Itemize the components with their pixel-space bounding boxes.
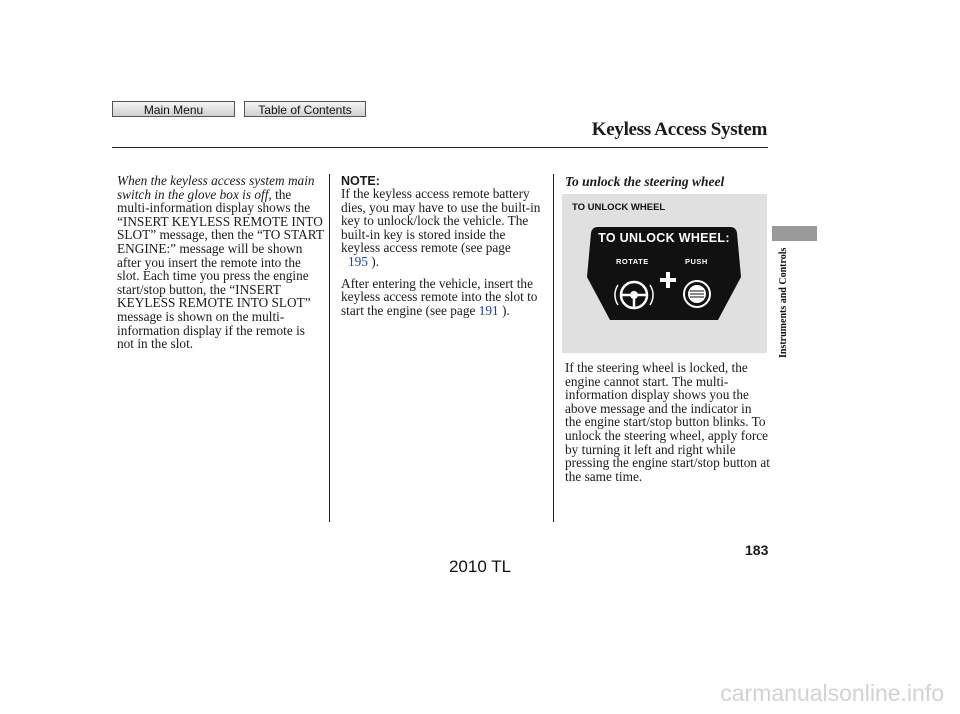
rotate-label: ROTATE — [616, 257, 649, 266]
page-title: Keyless Access System — [591, 119, 768, 140]
display-background — [587, 227, 741, 320]
start-button-icon — [683, 280, 711, 308]
col1-body: the multi-information display shows the … — [117, 186, 324, 352]
display-title: TO UNLOCK WHEEL: — [598, 231, 730, 245]
plus-icon — [660, 272, 676, 288]
page-number: 183 — [745, 542, 769, 558]
unlock-wheel-figure: TO UNLOCK WHEEL TO UNLOCK WHEEL: ROTATE … — [562, 194, 767, 353]
footer-model: 2010 TL — [448, 557, 512, 576]
header-rule — [112, 147, 768, 148]
table-of-contents-button[interactable]: Table of Contents — [244, 101, 366, 117]
note-p1-text: If the keyless access remote battery die… — [341, 186, 541, 256]
note-paragraph-1: If the keyless access remote battery die… — [341, 187, 547, 269]
section-tab — [772, 226, 817, 241]
column-keyless-switch-off: When the keyless access system main swit… — [117, 174, 325, 351]
page-link-195[interactable]: 195 — [348, 253, 368, 269]
italic-lead: When the keyless access system main swit… — [117, 173, 315, 202]
multi-info-display: TO UNLOCK WHEEL: ROTATE PUSH — [586, 227, 742, 320]
column-note: If the keyless access remote battery die… — [341, 174, 547, 325]
column-divider-2 — [553, 174, 554, 522]
note-paragraph-2: After entering the vehicle, insert the k… — [341, 275, 547, 318]
page-link-191[interactable]: 191 — [478, 302, 499, 318]
note-label: NOTE: — [341, 174, 380, 188]
column-unlock-text: If the steering wheel is locked, the eng… — [565, 360, 770, 484]
column-divider-1 — [329, 174, 330, 522]
section-subhead: To unlock the steering wheel — [565, 174, 725, 189]
section-label-vertical: Instruments and Controls — [778, 248, 789, 359]
watermark: carmanualsonline.info — [720, 680, 944, 706]
figure-label: TO UNLOCK WHEEL — [572, 202, 666, 213]
note-p1-end: ). — [367, 253, 380, 269]
push-label: PUSH — [685, 257, 708, 266]
note-p2-end: ). — [498, 302, 510, 318]
note-p2-text: After entering the vehicle, insert the k… — [341, 275, 538, 318]
steering-wheel-icon — [614, 280, 654, 310]
main-menu-button[interactable]: Main Menu — [112, 101, 235, 117]
